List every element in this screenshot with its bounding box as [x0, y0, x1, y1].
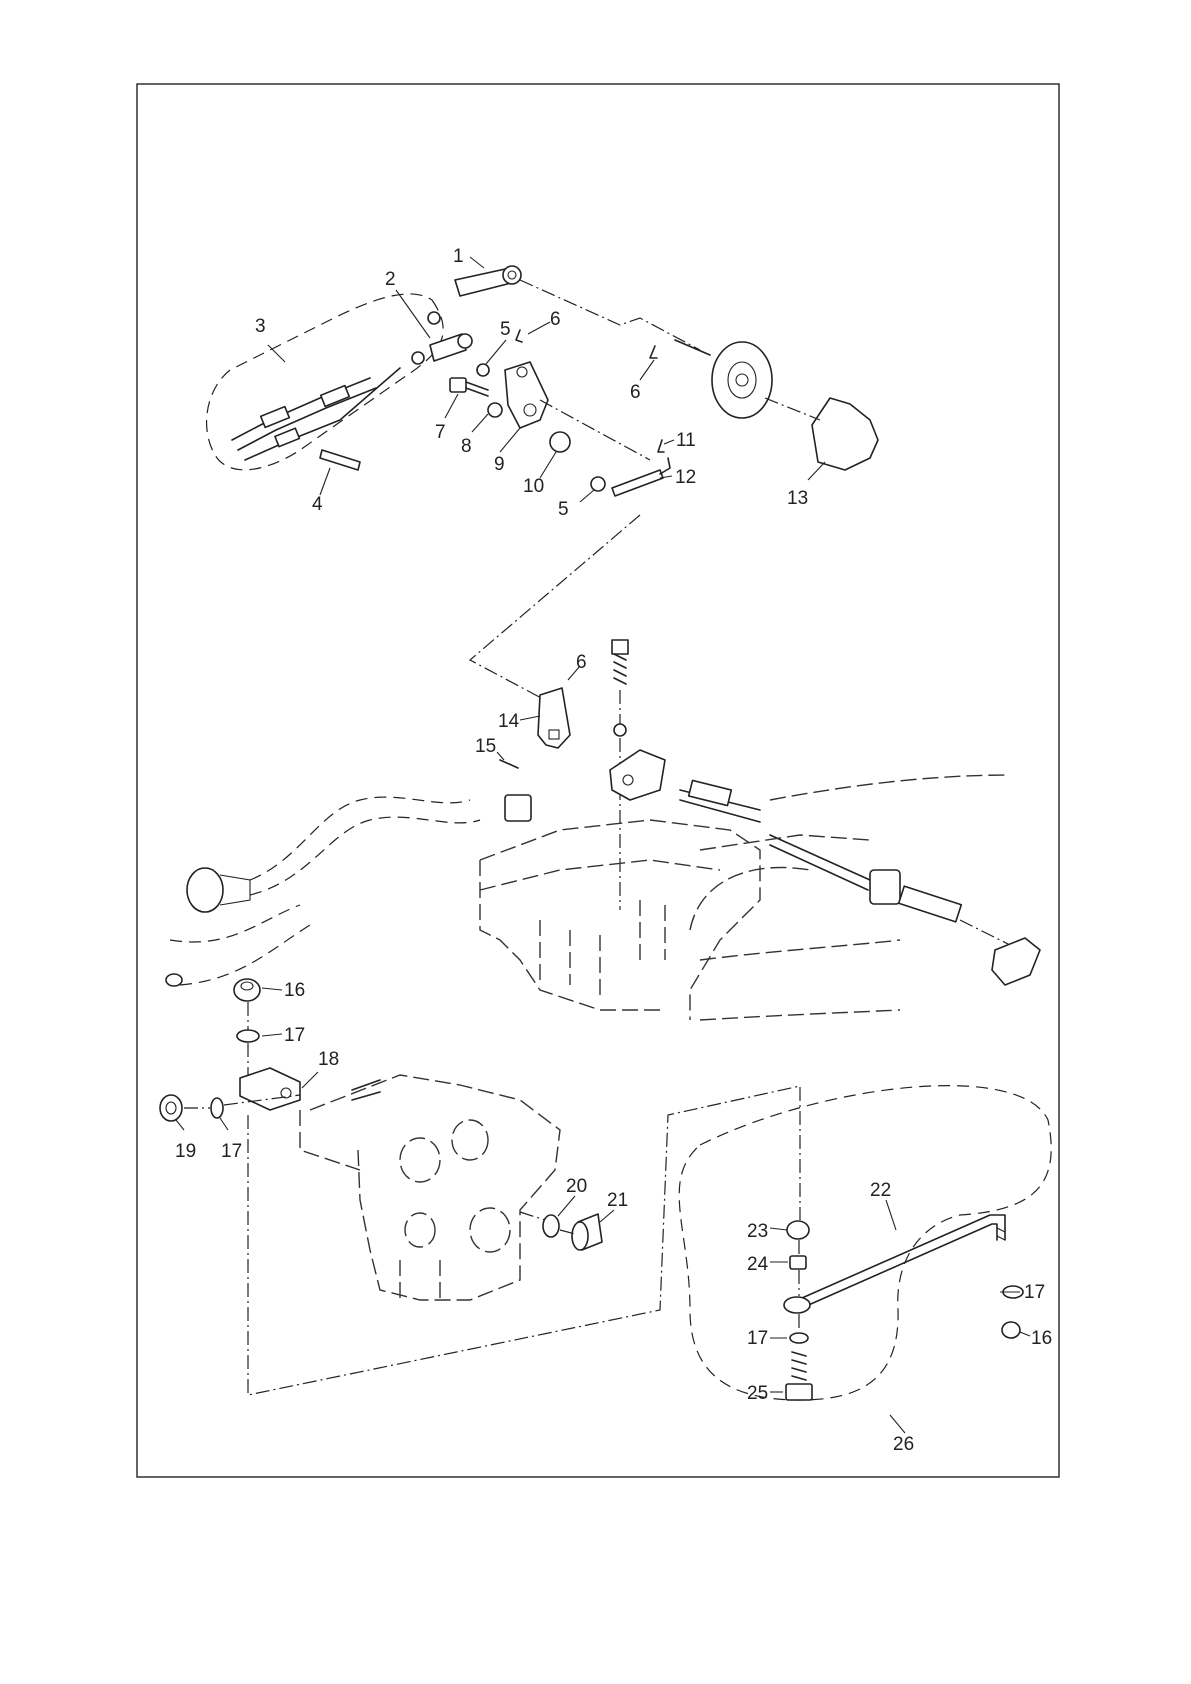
- part-23-nut: [787, 1221, 809, 1239]
- cable-kit-boundary: [207, 294, 444, 470]
- control-cables: [232, 368, 400, 460]
- part-15-pin: [500, 760, 518, 768]
- callout-17c: 17: [1024, 1282, 1045, 1303]
- part-9-lever-plate: [505, 362, 548, 428]
- part-6-cotter-pin-b: [650, 346, 657, 358]
- callout-23: 23: [747, 1221, 768, 1242]
- callout-24: 24: [747, 1254, 769, 1275]
- wire-harness: [166, 797, 480, 986]
- shift-drum: [675, 340, 772, 418]
- part-24-spacer: [790, 1256, 806, 1269]
- callout-19: 19: [175, 1141, 196, 1162]
- part-10-nut: [550, 432, 570, 452]
- part-25-bolt: [786, 1352, 812, 1400]
- part-5-washer-lower: [591, 477, 605, 491]
- callout-5b: 5: [558, 499, 569, 520]
- callout-7: 7: [435, 422, 446, 443]
- callout-16a: 16: [284, 980, 305, 1001]
- part-1-arm: [455, 266, 521, 296]
- leader-lines: [176, 257, 1030, 1433]
- callout-16b: 16: [1031, 1328, 1052, 1349]
- callout-20: 20: [566, 1176, 587, 1197]
- part-8-washer: [488, 403, 502, 417]
- part-17-washer-left: [211, 1098, 223, 1118]
- callout-2: 2: [385, 269, 396, 290]
- part-4-clip: [320, 450, 360, 470]
- callout-1: 1: [453, 246, 464, 267]
- part-7-bolt: [450, 378, 488, 396]
- part-13-plate: [812, 398, 878, 470]
- callout-labels: 1 2 3 4 5 6 6 7 8 9 10 11 12 13 5 6 14 1…: [175, 246, 1052, 1455]
- callout-8: 8: [461, 436, 472, 457]
- callout-10: 10: [523, 476, 544, 497]
- callout-17d: 17: [747, 1328, 768, 1349]
- callout-13: 13: [787, 488, 808, 509]
- shift-shaft-bracket: [610, 750, 665, 800]
- callout-6b: 6: [630, 382, 641, 403]
- callout-18: 18: [318, 1049, 339, 1070]
- link-line-return: [248, 1086, 800, 1395]
- part-6-cotter-pin: [516, 330, 522, 342]
- part-20-o-ring: [543, 1215, 559, 1237]
- part-22-shift-rod: [784, 1215, 1005, 1313]
- callout-4: 4: [312, 494, 323, 515]
- callout-5a: 5: [500, 319, 511, 340]
- part-5-washer: [477, 364, 489, 376]
- callout-17b: 17: [221, 1141, 242, 1162]
- link-line-top-1: [520, 280, 700, 350]
- part-18-bracket: [240, 1068, 380, 1110]
- part-16-nut: [234, 979, 260, 1001]
- shift-shaft-coupler: [689, 780, 732, 805]
- part-11-cotter-pin: [658, 440, 664, 452]
- callout-25: 25: [747, 1383, 768, 1404]
- part-17-washer-rod: [790, 1333, 808, 1343]
- callout-17a: 17: [284, 1025, 305, 1046]
- part-12-pin: [612, 458, 670, 496]
- callout-9: 9: [494, 454, 505, 475]
- callout-14: 14: [498, 711, 520, 732]
- link-line-top-2: [765, 398, 820, 420]
- rod-kit-boundary: [679, 1086, 1051, 1400]
- callout-12: 12: [675, 467, 696, 488]
- part-19-nut: [160, 1095, 182, 1121]
- carburetor-body-outline: [300, 1075, 560, 1300]
- callout-6c: 6: [576, 652, 587, 673]
- callout-26: 26: [893, 1434, 914, 1455]
- right-shift-linkage: [770, 835, 1040, 985]
- diagram-frame: [137, 84, 1059, 1477]
- callout-11: 11: [676, 430, 696, 451]
- callout-21: 21: [607, 1190, 628, 1211]
- part-14-lever: [538, 688, 570, 748]
- callout-15: 15: [475, 736, 496, 757]
- link-line-top-4: [470, 515, 640, 700]
- part-17-washer: [237, 1030, 259, 1042]
- callout-6a: 6: [550, 309, 561, 330]
- callout-3: 3: [255, 316, 266, 337]
- harness-clamp: [505, 795, 531, 821]
- part-21-bushing: [572, 1214, 602, 1250]
- callout-22: 22: [870, 1180, 891, 1201]
- part-16-nut-right: [1002, 1322, 1020, 1338]
